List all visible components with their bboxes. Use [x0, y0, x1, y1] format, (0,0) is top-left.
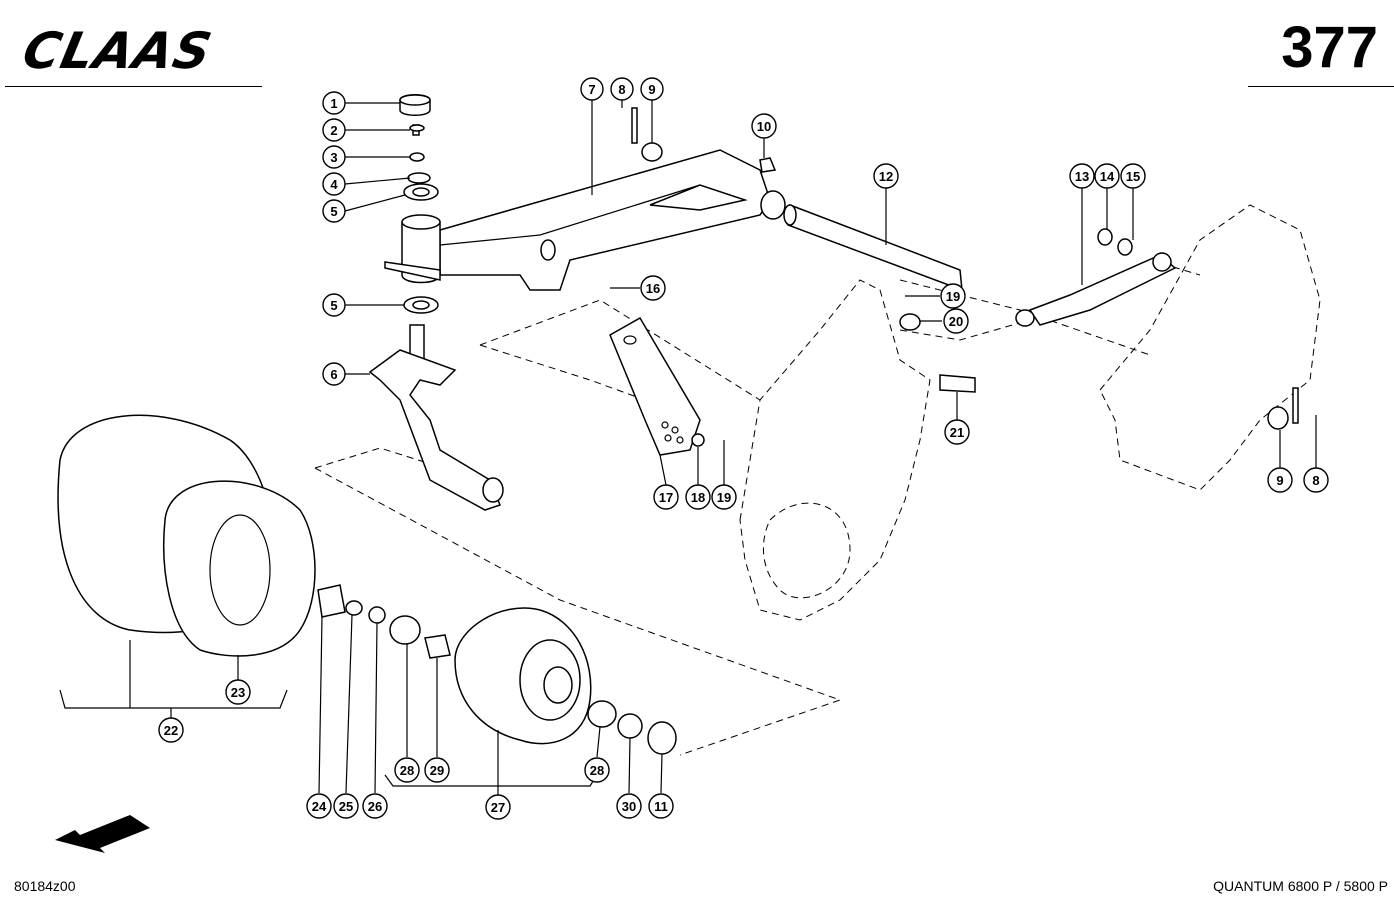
callout-11: 11: [648, 793, 674, 819]
callout-19-lower: 19: [711, 484, 737, 510]
svg-text:5: 5: [330, 204, 337, 219]
svg-text:28: 28: [590, 763, 604, 778]
small-parts: [631, 107, 1299, 447]
wheel-rim: [454, 607, 592, 745]
callout-17: 17: [653, 484, 679, 510]
svg-text:17: 17: [659, 490, 673, 505]
svg-text:24: 24: [312, 799, 327, 814]
svg-text:25: 25: [339, 799, 353, 814]
callout-6: 6: [322, 362, 346, 386]
callout-16: 16: [640, 275, 666, 301]
callout-27: 27: [485, 794, 511, 820]
svg-text:7: 7: [588, 82, 595, 97]
callout-22: 22: [158, 717, 184, 743]
callout-5-lower: 5: [322, 293, 346, 317]
svg-text:12: 12: [879, 169, 893, 184]
callout-10: 10: [751, 113, 777, 139]
callout-2: 2: [322, 118, 346, 142]
svg-text:18: 18: [691, 490, 705, 505]
link-plate: [609, 316, 701, 456]
svg-text:4: 4: [330, 177, 338, 192]
svg-text:16: 16: [646, 281, 660, 296]
callout-23: 23: [225, 679, 251, 705]
callout-18: 18: [685, 484, 711, 510]
callout-21: 21: [944, 419, 970, 445]
svg-text:6: 6: [330, 367, 337, 382]
callout-13: 13: [1069, 163, 1095, 189]
callout-15: 15: [1120, 163, 1146, 189]
callout-7: 7: [580, 77, 604, 101]
svg-text:28: 28: [400, 763, 414, 778]
svg-text:3: 3: [330, 150, 337, 165]
hydraulic-cylinder: [1015, 252, 1177, 327]
svg-text:15: 15: [1126, 169, 1140, 184]
svg-text:5: 5: [330, 298, 337, 313]
svg-text:9: 9: [1276, 473, 1283, 488]
svg-text:10: 10: [757, 119, 771, 134]
svg-text:22: 22: [164, 723, 178, 738]
pivot-tube: [783, 203, 963, 292]
svg-text:2: 2: [330, 123, 337, 138]
header-rule-left: [5, 86, 262, 87]
callout-25: 25: [333, 793, 359, 819]
tyre-assembly: [57, 414, 316, 657]
header-rule-right: [1248, 86, 1394, 87]
callout-24: 24: [306, 793, 332, 819]
svg-text:9: 9: [648, 82, 655, 97]
svg-text:8: 8: [618, 82, 625, 97]
kingpin-stack: [384, 94, 441, 314]
callout-8-top: 8: [610, 77, 634, 101]
callout-8-right: 8: [1303, 467, 1329, 493]
svg-text:19: 19: [717, 490, 731, 505]
svg-text:30: 30: [622, 799, 636, 814]
svg-text:20: 20: [949, 314, 963, 329]
hub-components: [317, 584, 677, 755]
spindle-bracket: [368, 324, 504, 511]
assembly-guide-lines: [314, 259, 1201, 756]
page-number: 377: [1281, 15, 1378, 80]
drawing-code: 80184z00: [14, 878, 76, 894]
callout-9-right: 9: [1267, 467, 1293, 493]
callout-19-upper: 19: [940, 283, 966, 309]
callout-30: 30: [616, 793, 642, 819]
callout-leaders: [59, 100, 1317, 795]
axle-arm: [439, 149, 786, 291]
callout-4: 4: [322, 172, 346, 196]
callout-9-top: 9: [640, 77, 664, 101]
callout-29: 29: [424, 757, 450, 783]
callout-14: 14: [1094, 163, 1120, 189]
svg-text:21: 21: [950, 425, 964, 440]
arrow-down-left-icon: [55, 815, 150, 853]
svg-text:13: 13: [1075, 169, 1089, 184]
svg-text:11: 11: [654, 799, 668, 814]
svg-text:14: 14: [1100, 169, 1115, 184]
chassis-frame-outline: [739, 204, 1321, 621]
callout-20: 20: [943, 308, 969, 334]
svg-text:26: 26: [368, 799, 382, 814]
svg-text:19: 19: [946, 289, 960, 304]
callout-28-right: 28: [584, 757, 610, 783]
callout-12: 12: [873, 163, 899, 189]
callout-1: 1: [322, 91, 346, 115]
svg-text:29: 29: [430, 763, 444, 778]
callout-3: 3: [322, 145, 346, 169]
svg-text:27: 27: [491, 800, 505, 815]
svg-text:8: 8: [1312, 473, 1319, 488]
callout-26: 26: [362, 793, 388, 819]
model-name: QUANTUM 6800 P / 5800 P: [1213, 878, 1388, 894]
svg-text:23: 23: [231, 685, 245, 700]
callout-28-left: 28: [394, 757, 420, 783]
svg-text:1: 1: [330, 96, 337, 111]
callout-5-upper: 5: [322, 199, 346, 223]
